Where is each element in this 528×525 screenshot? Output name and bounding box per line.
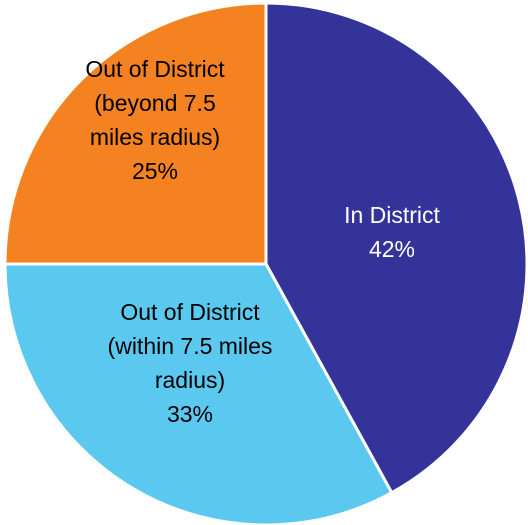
slice-category-label: Out of District (85, 56, 225, 82)
slice-percent-label: 25% (132, 158, 178, 184)
slice-category-label: In District (344, 202, 440, 228)
slice-category-label: (within 7.5 miles (108, 333, 273, 359)
slice-percent-label: 33% (167, 401, 213, 427)
slice-category-label: radius) (155, 367, 225, 393)
slice-category-label: (beyond 7.5 (94, 90, 215, 116)
pie-slice-0 (264, 1, 528, 495)
pie-slice-1 (3, 262, 394, 525)
slice-category-label: miles radius) (90, 124, 220, 150)
slice-label-1: Out of District (within 7.5 miles radius) 3… (108, 299, 273, 427)
slice-label-2: Out of District (beyond 7.5 miles radius) 2… (85, 56, 225, 184)
slice-label-0: In District 42% (344, 202, 440, 262)
slice-category-label: Out of District (120, 299, 260, 325)
slice-percent-label: 42% (369, 236, 415, 262)
pie-slice-2 (3, 1, 268, 266)
